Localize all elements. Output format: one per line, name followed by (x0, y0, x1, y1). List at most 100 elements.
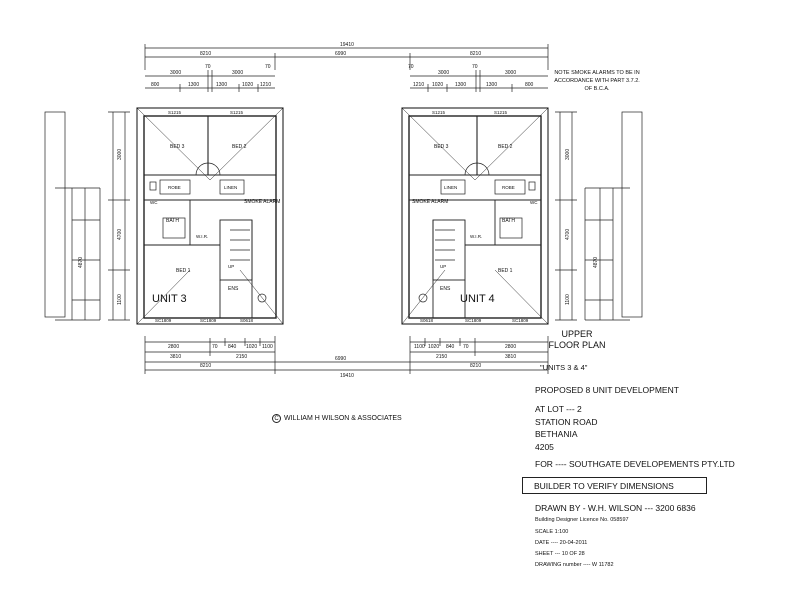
verify-box (522, 477, 707, 494)
room-robe-unit4: ROBE (502, 185, 515, 190)
window-label: SC1809 (512, 318, 529, 323)
room-bath-unit4: BATH (502, 218, 515, 224)
dim-top-left-window: 1210 (260, 82, 271, 88)
dim-bottom-left-sub: 2800 (168, 344, 179, 350)
client: FOR ---- SOUTHGATE DEVELOPEMENTS PTY.LTD (535, 459, 735, 469)
room-bed1-unit4: BED 1 (498, 268, 513, 274)
dim-bottom-left-mid: 2150 (236, 354, 247, 360)
dim-top-left-window: 800 (151, 82, 160, 88)
dim-bottom-half-left: 8210 (200, 363, 211, 369)
street: STATION ROAD (535, 417, 598, 427)
plan-label: UPPER FLOOR PLAN (548, 329, 606, 350)
dim-top-right-sub: 3000 (438, 70, 449, 76)
dim-top-left-sub: 70 (205, 64, 211, 70)
dim-bottom-right-sub: 1020 (428, 344, 439, 350)
postcode: 4205 (535, 442, 554, 452)
room-wir-unit4: W.I.R. (470, 234, 482, 239)
dim-top-right-sub: 3000 (505, 70, 516, 76)
dim-top-left-window: 1300 (216, 82, 227, 88)
window-label: S1215 (230, 110, 244, 115)
window-label: SC1809 (155, 318, 172, 323)
smoke-alarm-unit3: SMOKE ALARM (244, 199, 280, 205)
date: DATE ---- 20-04-2011 (535, 540, 588, 546)
window-label: S0618 (240, 318, 254, 323)
dim-top-half-right: 8210 (470, 51, 481, 57)
drawn-by: DRAWN BY - W.H. WILSON --- 3200 6836 (535, 503, 696, 513)
dim-side-left: 4870 (78, 257, 84, 268)
window-label: SC1809 (200, 318, 217, 323)
dim-bottom-right-sub: 70 (463, 344, 469, 350)
dim-bottom-right-mid: 3810 (505, 354, 516, 360)
lot-number: AT LOT --- 2 (535, 404, 582, 414)
dim-side-right: 4870 (593, 257, 599, 268)
window-label: S0618 (420, 318, 434, 323)
sheet-number: SHEET --- 10 OF 28 (535, 551, 585, 557)
room-wc-unit4: WC (530, 200, 538, 205)
dim-top-mid: 6990 (335, 51, 346, 57)
dim-bottom-left-sub: 70 (212, 344, 218, 350)
window-label: S1215 (432, 110, 446, 115)
suburb: BETHANIA (535, 429, 578, 439)
dim-bottom-right-sub: 840 (446, 344, 455, 350)
dim-bottom-left-sub: 1100 (262, 344, 273, 350)
room-linen-unit3: LINEN (224, 185, 237, 190)
unit3-label: UNIT 3 (152, 293, 187, 305)
room-bed3-unit3: BED 3 (170, 144, 185, 150)
room-ens-unit3: ENS (228, 286, 239, 292)
dim-top-left-sub: 3000 (170, 70, 181, 76)
project-title: PROPOSED 8 UNIT DEVELOPMENT (535, 385, 679, 395)
dim-side-right: 3000 (565, 149, 571, 160)
stair-up-unit3: UP (228, 264, 234, 269)
dim-top-right-window: 1300 (486, 82, 497, 88)
smoke-alarm-unit4: SMOKE ALARM (412, 199, 448, 205)
verify-dimensions-note: BUILDER TO VERIFY DIMENSIONS (534, 481, 674, 491)
scale: SCALE 1:100 (535, 529, 569, 535)
room-wc-unit3: WC (150, 200, 158, 205)
dim-top-right-window: 1300 (455, 82, 466, 88)
dim-top-right-sub: 70 (408, 64, 414, 70)
dim-bottom-right-mid: 2150 (436, 354, 447, 360)
dim-bottom-mid: 6990 (335, 356, 346, 362)
dim-overall-top: 19410 (340, 42, 354, 48)
dim-top-left-sub: 3000 (232, 70, 243, 76)
dim-top-left-window: 1020 (242, 82, 253, 88)
dim-top-right-sub: 70 (472, 64, 478, 70)
dim-top-left-window: 1300 (188, 82, 199, 88)
dim-side-left: 1100 (117, 294, 123, 305)
copyright-notice: C WILLIAM H WILSON & ASSOCIATES (272, 414, 402, 423)
window-label: SC1809 (465, 318, 482, 323)
licence-number: Building Designer Licence No. 058597 (535, 517, 629, 523)
copyright-text: WILLIAM H WILSON & ASSOCIATES (284, 415, 402, 422)
stair-up-unit4: UP (440, 264, 446, 269)
dim-bottom-right-sub: 2800 (505, 344, 516, 350)
room-wir-unit3: W.I.R. (196, 234, 208, 239)
drawing-number: DRAWING number ---- W 11782 (535, 562, 614, 568)
room-linen-unit4: LINEN (444, 185, 457, 190)
room-bed3-unit4: BED 3 (434, 144, 449, 150)
dim-top-right-window: 1210 (413, 82, 424, 88)
window-label: S1215 (168, 110, 182, 115)
room-bed2-unit4: BED 2 (498, 144, 513, 150)
dim-top-left-sub: 70 (265, 64, 271, 70)
dim-bottom-left-sub: 840 (228, 344, 237, 350)
smoke-alarm-note: NOTE SMOKE ALARMS TO BE IN ACCORDANCE WI… (554, 70, 640, 92)
window-label: S1215 (494, 110, 508, 115)
room-bed2-unit3: BED 2 (232, 144, 247, 150)
dim-bottom-left-sub: 1020 (246, 344, 257, 350)
dim-top-right-window: 1020 (432, 82, 443, 88)
unit4-label: UNIT 4 (460, 293, 495, 305)
room-bath-unit3: BATH (166, 218, 179, 224)
dim-side-left: 4700 (117, 229, 123, 240)
dim-bottom-half-right: 8210 (470, 363, 481, 369)
units-label: "UNITS 3 & 4" (540, 363, 588, 372)
dim-top-half-left: 8210 (200, 51, 211, 57)
dim-side-right: 4700 (565, 229, 571, 240)
room-ens-unit4: ENS (440, 286, 451, 292)
room-robe-unit3: ROBE (168, 185, 181, 190)
dim-side-left: 3000 (117, 149, 123, 160)
dim-bottom-left-mid: 3810 (170, 354, 181, 360)
dim-overall-bottom: 19410 (340, 373, 354, 379)
dim-side-right: 1100 (565, 294, 571, 305)
dim-top-right-window: 800 (525, 82, 534, 88)
